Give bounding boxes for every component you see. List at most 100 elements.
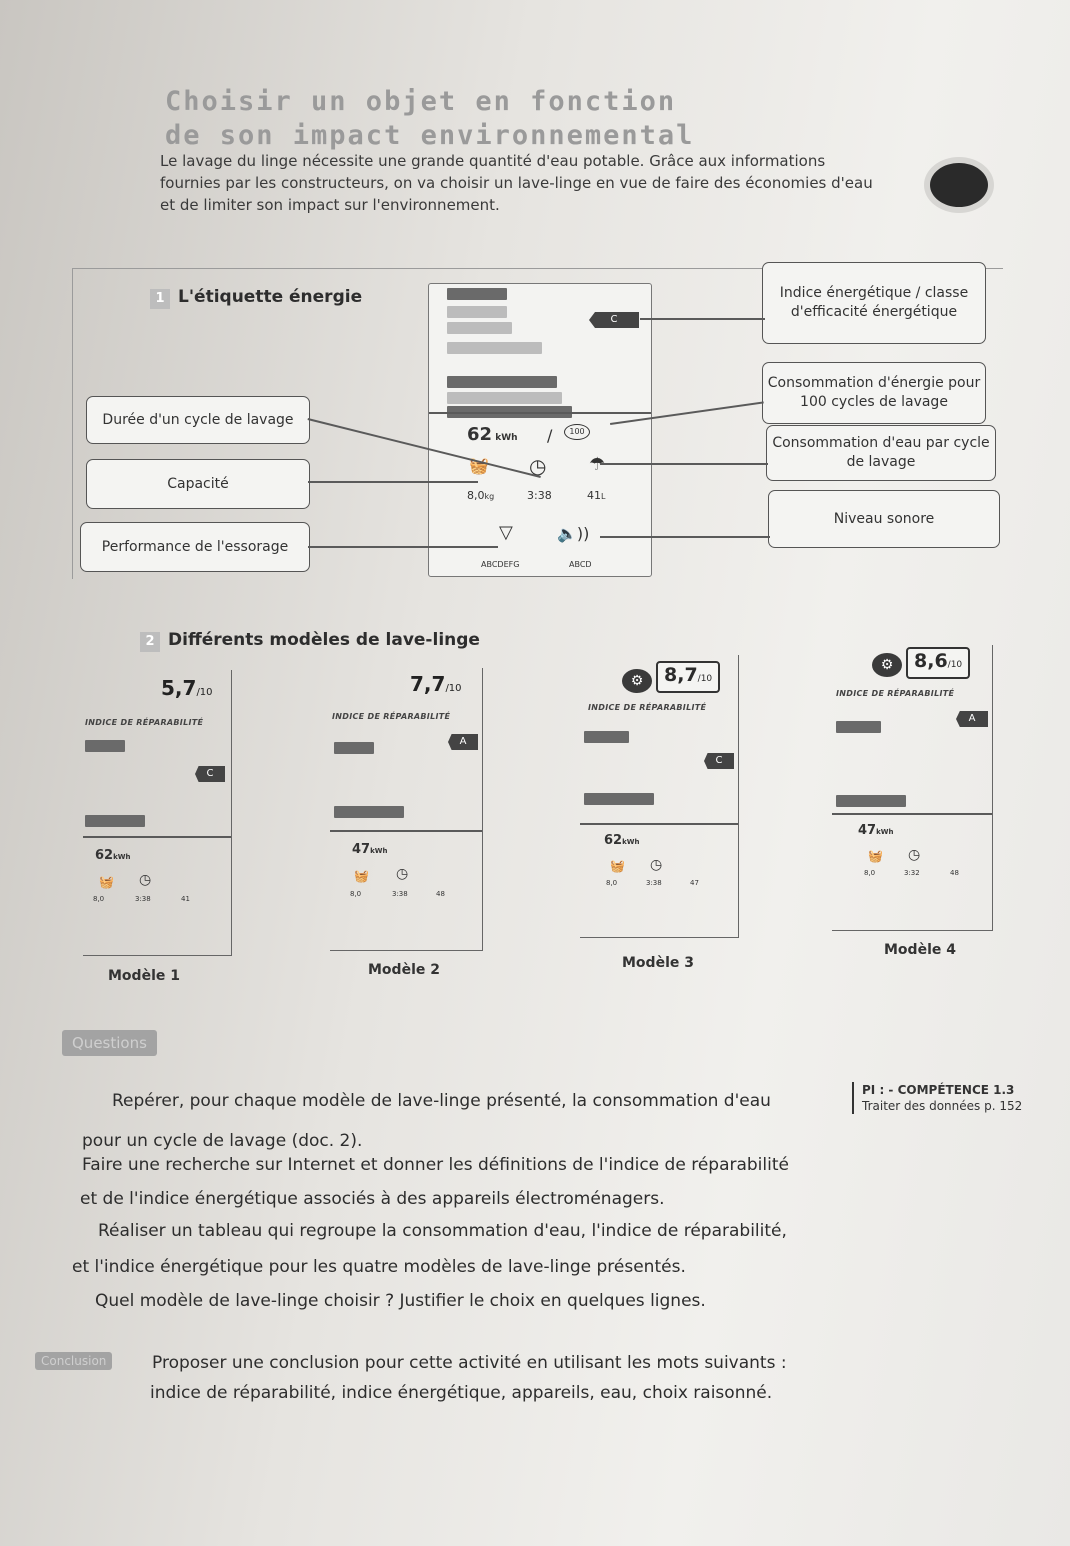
- model-3-class: C: [704, 753, 734, 769]
- model-4-index-label: INDICE DE RÉPARABILITÉ: [836, 689, 955, 698]
- model-2-clock-icon: ◷: [396, 866, 409, 882]
- energy-bar-c: [447, 322, 512, 334]
- speaker-icon: 🔈)): [557, 524, 590, 543]
- model-1-index-label: INDICE DE RÉPARABILITÉ: [85, 718, 204, 727]
- callout-capacite: Capacité: [86, 459, 310, 509]
- callout-consommation-energie: Consommation d'énergie pour 100 cycles d…: [762, 362, 986, 424]
- label-water: 41L: [587, 489, 606, 502]
- model-1-duration: 3:38: [135, 895, 151, 903]
- clock-icon: ◷: [529, 454, 547, 478]
- model-1-card: 5,7/10 INDICE DE RÉPARABILITÉ C 62kWh 🧺 …: [83, 670, 232, 956]
- page-title: Choisir un objet en fonction de son impa…: [165, 85, 694, 153]
- model-1-class: C: [195, 766, 225, 782]
- label-per-icon: /: [547, 426, 553, 445]
- model-2-label: Modèle 2: [368, 962, 440, 978]
- model-1-divider: [83, 836, 231, 838]
- question-4: Quel modèle de lave-linge choisir ? Just…: [95, 1291, 706, 1311]
- model-4-divider: [832, 813, 992, 815]
- model-2-card: 7,7/10 INDICE DE RÉPARABILITÉ A 47kWh 🧺 …: [330, 668, 483, 951]
- doc2-title: 2 Différents modèles de lave-linge: [140, 630, 480, 652]
- callout-niveau-sonore: Niveau sonore: [768, 490, 1000, 548]
- model-3-repair-icon: ⚙: [622, 669, 652, 693]
- label-noise-scale: ABCD: [569, 560, 592, 569]
- connector-sonore: [600, 536, 770, 538]
- energy-bar-e: [447, 376, 557, 388]
- model-2-index-label: INDICE DE RÉPARABILITÉ: [332, 712, 451, 721]
- pi-competence: PI : - COMPÉTENCE 1.3 Traiter des donnée…: [852, 1082, 1022, 1114]
- doc2-number: 2: [140, 632, 160, 652]
- doc2-title-text: Différents modèles de lave-linge: [168, 630, 480, 650]
- model-1-bar-low: [85, 815, 145, 827]
- title-line-1: Choisir un objet en fonction: [165, 86, 677, 117]
- model-1-bar: [85, 740, 125, 752]
- doc1-frame: [72, 268, 1003, 579]
- water-icon: ☂: [589, 454, 606, 475]
- model-3-index-label: INDICE DE RÉPARABILITÉ: [588, 703, 707, 712]
- model-1-label: Modèle 1: [108, 968, 180, 984]
- question-2-line-1: Faire une recherche sur Internet et donn…: [82, 1155, 789, 1175]
- label-divider: [429, 412, 651, 414]
- model-4-card: ⚙ 8,6/10 INDICE DE RÉPARABILITÉ A 47kWh …: [832, 645, 993, 931]
- connector-essorage: [308, 546, 498, 548]
- model-1-score: 5,7/10: [161, 676, 213, 700]
- model-3-water: 47: [690, 879, 699, 887]
- model-4-bar: [836, 721, 881, 733]
- energy-bar-d: [447, 342, 542, 354]
- question-3-line-1: Réaliser un tableau qui regroupe la cons…: [98, 1221, 787, 1241]
- model-2-capacity-icon: 🧺: [354, 869, 369, 883]
- model-1-energy: 62kWh: [95, 848, 131, 863]
- intro-paragraph: Le lavage du linge nécessite une grande …: [160, 152, 873, 214]
- model-1-clock-icon: ◷: [139, 872, 152, 888]
- model-3-bar-low: [584, 793, 654, 805]
- energy-bar-f: [447, 392, 562, 404]
- model-4-capacity-icon: 🧺: [868, 849, 883, 863]
- model-4-score: 8,6/10: [906, 647, 971, 679]
- model-3-bar: [584, 731, 629, 743]
- model-3-capacity-icon: 🧺: [610, 859, 625, 873]
- model-4-energy: 47kWh: [858, 823, 894, 838]
- model-2-score: 7,7/10: [410, 672, 462, 696]
- energy-label: C 62 kWh / 100 🧺 ◷ ☂ 8,0kg 3:38 41L ▽ 🔈)…: [428, 283, 652, 577]
- model-4-duration: 3:32: [904, 869, 920, 877]
- callout-consommation-eau: Consommation d'eau par cycle de lavage: [766, 425, 996, 481]
- doc1-number: 1: [150, 289, 170, 309]
- model-3-energy: 62kWh: [604, 833, 640, 848]
- callout-duree: Durée d'un cycle de lavage: [86, 396, 310, 444]
- model-3-divider: [580, 823, 738, 825]
- question-3-line-2: et l'indice énergétique pour les quatre …: [72, 1257, 686, 1277]
- model-4-clock-icon: ◷: [908, 847, 921, 863]
- questions-tag: Questions: [62, 1030, 157, 1056]
- connector-indice: [640, 318, 765, 320]
- model-2-water: 48: [436, 890, 445, 898]
- model-2-energy: 47kWh: [352, 842, 388, 857]
- model-3-score: 8,7/10: [656, 661, 721, 693]
- model-1-water: 41: [181, 895, 190, 903]
- model-2-bar: [334, 742, 374, 754]
- conclusion-tag: Conclusion: [35, 1352, 113, 1370]
- label-duration: 3:38: [527, 489, 552, 502]
- title-line-2: de son impact environnemental: [165, 120, 695, 151]
- label-cycles-icon: 100: [564, 424, 590, 440]
- model-1-capacity-icon: 🧺: [99, 875, 114, 889]
- question-1-line-2: pour un cycle de lavage (doc. 2).: [82, 1131, 363, 1151]
- connector-eau: [600, 463, 768, 465]
- connector-capacite: [308, 481, 478, 483]
- model-4-capacity: 8,0: [864, 869, 876, 877]
- model-2-capacity: 8,0: [350, 890, 362, 898]
- model-3-capacity: 8,0: [606, 879, 618, 887]
- energy-class-arrow: C: [589, 312, 639, 328]
- label-energy-value: 62 kWh: [467, 424, 518, 445]
- model-2-divider: [330, 830, 482, 832]
- question-1-line-1: Repérer, pour chaque modèle de lave-ling…: [112, 1091, 771, 1111]
- model-2-class: A: [448, 734, 478, 750]
- label-capacity: 8,0kg: [467, 489, 495, 502]
- energy-bar-a: [447, 288, 507, 300]
- model-2-duration: 3:38: [392, 890, 408, 898]
- model-4-repair-icon: ⚙: [872, 653, 902, 677]
- question-5-line-1: Proposer une conclusion pour cette activ…: [152, 1353, 787, 1373]
- model-1-capacity: 8,0: [93, 895, 105, 903]
- model-3-card: ⚙ 8,7/10 INDICE DE RÉPARABILITÉ C 62kWh …: [580, 655, 739, 938]
- decorative-dot: [930, 163, 988, 207]
- model-3-clock-icon: ◷: [650, 857, 663, 873]
- callout-indice: Indice énergétique / classe d'efficacité…: [762, 262, 986, 344]
